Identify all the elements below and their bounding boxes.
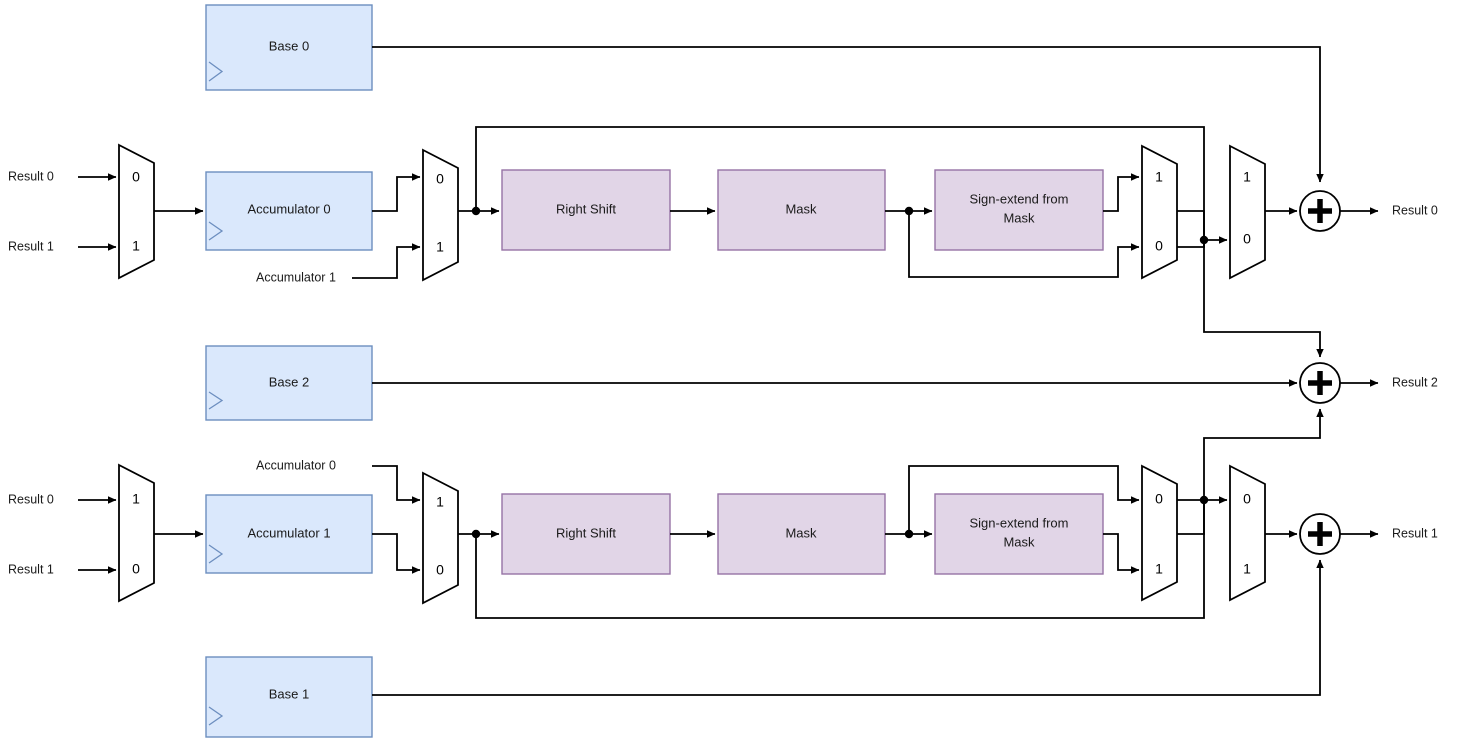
- op-mask-top: Mask: [717, 169, 886, 251]
- mux-top-final-port-0: 0: [1243, 231, 1251, 247]
- mux-top-sign-port-0: 0: [1155, 238, 1163, 254]
- mux-bot-input-port-1: 1: [132, 491, 140, 507]
- mux-bot-select[interactable]: 1 0: [422, 471, 459, 605]
- op-signext-bot-line2: Mask: [1003, 534, 1035, 549]
- output-label-result1: Result 1: [1392, 526, 1438, 540]
- register-base0: Base 0: [205, 4, 373, 91]
- wire-base0-to-adder0: [372, 46, 1324, 183]
- op-rshift-bot-label: Right Shift: [556, 525, 616, 540]
- op-mask-top-label: Mask: [785, 201, 817, 216]
- wire-acc1label-to-muxtopselect: [352, 243, 421, 279]
- mux-top-input-port-0: 0: [132, 169, 140, 185]
- mux-top-select-port-1: 1: [436, 239, 444, 255]
- op-mask-bot: Mask: [717, 493, 886, 575]
- op-signext-bot-line1: Sign-extend from: [970, 515, 1069, 530]
- mux-bot-sign-port-0: 0: [1155, 491, 1163, 507]
- mux-bot-final-port-1: 1: [1243, 561, 1251, 577]
- input-label-bot-result0: Result 0: [8, 492, 54, 506]
- mux-bot-input-port-0: 0: [132, 561, 140, 577]
- register-acc1: Accumulator 1: [205, 494, 373, 574]
- op-rshift-top-label: Right Shift: [556, 201, 616, 216]
- mux-bot-final-port-0: 0: [1243, 491, 1251, 507]
- register-base1: Base 1: [205, 656, 373, 738]
- mux-top-final-port-1: 1: [1243, 169, 1251, 185]
- wire-acc0label-to-muxbotselect: [372, 465, 421, 504]
- wire-top-bypass-up: [475, 126, 1205, 251]
- adder-result2: [1299, 362, 1341, 404]
- side-label-acc1: Accumulator 1: [256, 270, 336, 284]
- register-base2-label: Base 2: [269, 374, 309, 389]
- wire-top-to-adder2: [1203, 240, 1324, 358]
- wire-muxtopsign-out: [1177, 210, 1228, 244]
- wire-acc1-to-muxbotselect: [372, 533, 421, 574]
- op-signext-top: Sign-extend from Mask: [934, 169, 1104, 251]
- register-acc1-label: Accumulator 1: [247, 525, 330, 540]
- wire-signext-to-muxbotsign: [1103, 533, 1140, 574]
- mux-bot-input[interactable]: 1 0: [118, 463, 155, 603]
- wire-bot-to-adder2: [1203, 408, 1324, 500]
- register-acc0-label: Accumulator 0: [247, 201, 330, 216]
- register-base1-label: Base 1: [269, 686, 309, 701]
- register-acc0: Accumulator 0: [205, 171, 373, 251]
- wire-base1-to-adder1: [372, 559, 1324, 696]
- op-signext-top-line1: Sign-extend from: [970, 191, 1069, 206]
- register-base2: Base 2: [205, 345, 373, 421]
- side-label-acc0: Accumulator 0: [256, 458, 336, 472]
- input-label-top-result1: Result 1: [8, 239, 54, 253]
- mux-bot-sign-port-1: 1: [1155, 561, 1163, 577]
- wire-muxbotsign-out: [1177, 496, 1228, 535]
- input-label-bot-result1: Result 1: [8, 562, 54, 576]
- mux-top-input[interactable]: 0 1: [118, 143, 155, 280]
- mux-top-final[interactable]: 1 0: [1229, 144, 1266, 280]
- adder-result1: [1299, 513, 1341, 555]
- output-label-result2: Result 2: [1392, 375, 1438, 389]
- op-rshift-top: Right Shift: [501, 169, 671, 251]
- op-signext-top-line2: Mask: [1003, 210, 1035, 225]
- mux-bot-sign[interactable]: 0 1: [1141, 464, 1178, 602]
- mux-top-sign-port-1: 1: [1155, 169, 1163, 185]
- mux-bot-select-port-0: 0: [436, 562, 444, 578]
- mux-top-select[interactable]: 0 1: [422, 148, 459, 282]
- wire-signext-to-muxtopsign: [1103, 173, 1140, 212]
- mux-bot-final[interactable]: 0 1: [1229, 464, 1266, 602]
- wire-top-mask-bypass: [908, 211, 1140, 278]
- wire-bot-bypass-down: [475, 496, 1205, 619]
- register-base0-label: Base 0: [269, 38, 309, 53]
- op-signext-bot: Sign-extend from Mask: [934, 493, 1104, 575]
- output-label-result0: Result 0: [1392, 203, 1438, 217]
- mux-top-input-port-1: 1: [132, 238, 140, 254]
- mux-top-sign[interactable]: 1 0: [1141, 144, 1178, 280]
- mux-top-select-port-0: 0: [436, 171, 444, 187]
- wire-acc0-to-muxtopselect: [372, 173, 421, 212]
- mux-bot-select-port-1: 1: [436, 494, 444, 510]
- adder-result0: [1299, 190, 1341, 232]
- op-rshift-bot: Right Shift: [501, 493, 671, 575]
- op-mask-bot-label: Mask: [785, 525, 817, 540]
- input-label-top-result0: Result 0: [8, 169, 54, 183]
- wire-bot-mask-bypass: [908, 465, 1140, 534]
